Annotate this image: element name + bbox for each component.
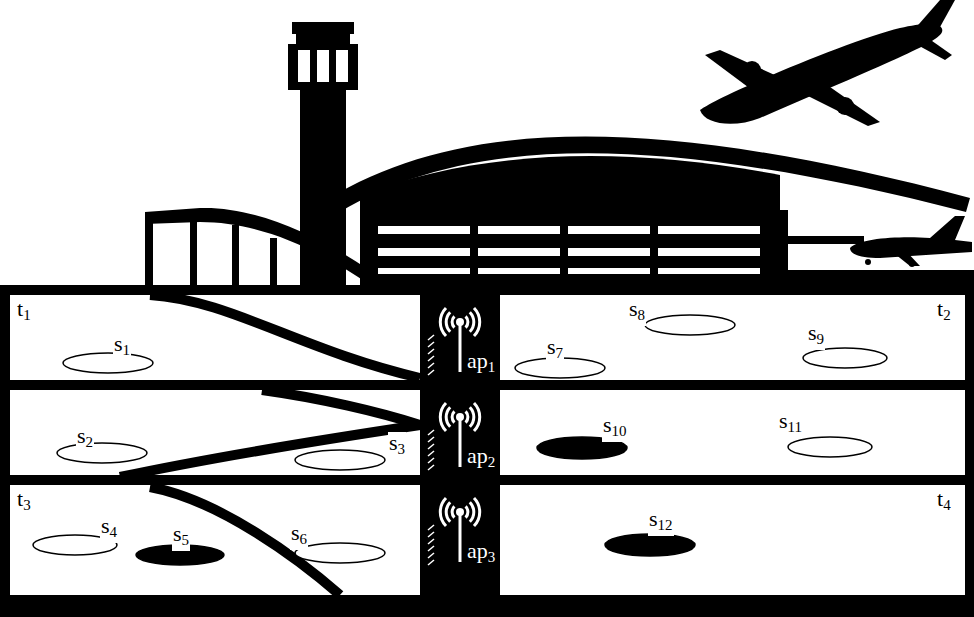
- parking-spot: s1: [61, 351, 155, 375]
- access-point-label: ap1: [466, 350, 496, 378]
- terminal-label: t1: [16, 298, 32, 326]
- ramp-structure: [145, 208, 390, 285]
- spot-label: s11: [778, 410, 803, 438]
- spot-label: s8: [628, 298, 646, 326]
- terminal-building: [318, 136, 974, 285]
- access-point-icons: [428, 308, 480, 565]
- parked-plane: [850, 216, 972, 267]
- spot-label: s4: [100, 515, 118, 543]
- parking-spot: s7: [513, 356, 607, 380]
- spot-label: s7: [546, 336, 564, 364]
- spot-ellipse: [786, 435, 874, 459]
- parking-spot: s11: [786, 435, 874, 459]
- flying-plane: [700, 0, 955, 126]
- parking-spot: s3: [293, 448, 387, 472]
- parking-spot: s6: [293, 541, 387, 565]
- spot-label: s5: [172, 523, 190, 551]
- access-point-label: ap3: [466, 540, 496, 568]
- spot-label: s6: [290, 522, 308, 550]
- spot-ellipse: [643, 313, 737, 337]
- parking-spot: s5: [134, 543, 226, 567]
- access-point-label: ap2: [466, 445, 496, 473]
- spot-ellipse: [293, 448, 387, 472]
- terminal-label: t3: [16, 488, 32, 516]
- ramp-bands: [120, 295, 420, 595]
- spot-label: s9: [807, 322, 825, 350]
- parking-spot: s2: [55, 441, 149, 465]
- terminal-rooms: [10, 295, 965, 595]
- spot-label: s10: [602, 414, 628, 442]
- spot-ellipse: [55, 441, 149, 465]
- parking-spot: s10: [535, 435, 629, 461]
- spot-label: s3: [388, 432, 406, 460]
- spot-label: s2: [76, 425, 94, 453]
- spot-label: s12: [648, 508, 674, 536]
- terminal-label: t2: [936, 298, 952, 326]
- parking-spot: s9: [801, 346, 889, 370]
- ground-block: [0, 285, 974, 617]
- parking-spot: s12: [603, 532, 697, 558]
- parking-spot: s4: [31, 533, 119, 557]
- spot-label: s1: [113, 333, 131, 361]
- parking-spot: s8: [643, 313, 737, 337]
- terminal-label: t4: [936, 488, 952, 516]
- spot-ellipse: [61, 351, 155, 375]
